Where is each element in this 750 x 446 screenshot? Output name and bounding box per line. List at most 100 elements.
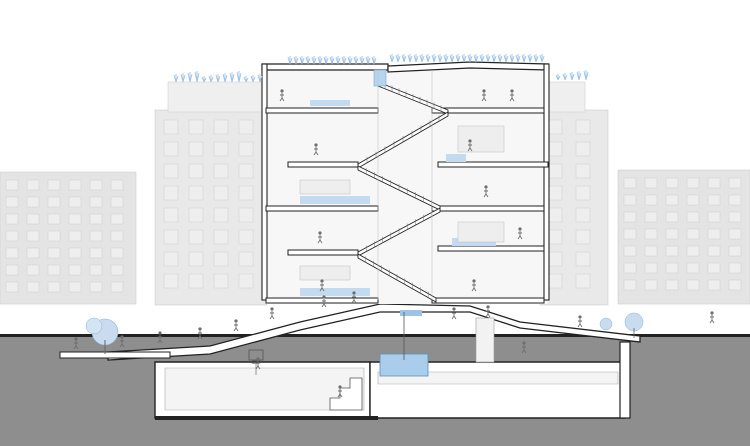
plant-icon [311, 56, 317, 65]
context-window [644, 211, 658, 223]
person-icon [517, 227, 523, 240]
basement [154, 341, 631, 420]
plant-icon [365, 56, 371, 65]
context-window [623, 245, 637, 257]
context-window [238, 273, 254, 289]
plant-icon [317, 56, 323, 65]
plant-icon [293, 56, 299, 65]
context-window [575, 185, 591, 201]
context-window [26, 213, 40, 225]
person-icon [197, 327, 203, 340]
context-window [89, 247, 103, 259]
context-window [47, 179, 61, 191]
context-window [110, 281, 124, 293]
person-icon [269, 307, 275, 320]
plant-icon [250, 75, 256, 83]
context-window [89, 213, 103, 225]
context-window [68, 230, 82, 242]
context-window [47, 196, 61, 208]
plant-icon [461, 54, 467, 63]
context-window [728, 211, 742, 223]
plant-icon [413, 54, 419, 63]
tree-icon [85, 317, 119, 354]
person-icon [451, 307, 457, 320]
context-window [26, 196, 40, 208]
plant-icon [347, 56, 353, 65]
plant-icon [443, 54, 449, 63]
context-window [728, 279, 742, 291]
plant-icon [371, 56, 377, 65]
plant-icon [194, 71, 200, 83]
context-window [238, 141, 254, 157]
plant-icon [515, 54, 521, 63]
plant-icon [455, 54, 461, 63]
plant-icon [335, 56, 341, 65]
context-window [575, 207, 591, 223]
person-icon [481, 89, 487, 102]
context-window [575, 273, 591, 289]
context-window [644, 194, 658, 206]
context-window [686, 228, 700, 240]
context-window [163, 229, 179, 245]
plant-icon [341, 56, 347, 65]
plant-icon [576, 71, 582, 81]
context-window [575, 119, 591, 135]
context-window [728, 194, 742, 206]
basketball-hoop-icon [248, 349, 264, 375]
context-window [68, 196, 82, 208]
context-window [213, 185, 229, 201]
context-window [686, 245, 700, 257]
context-window [707, 211, 721, 223]
person-icon [467, 139, 473, 152]
context-window [547, 185, 563, 201]
rear-facade-left-windows [163, 119, 254, 289]
roof-plants [173, 54, 589, 83]
person-icon [485, 305, 491, 318]
context-window [707, 262, 721, 274]
person-icon [73, 337, 79, 350]
context-window [644, 177, 658, 189]
context-window [665, 245, 679, 257]
context-window [238, 185, 254, 201]
plant-icon [509, 54, 515, 63]
plant-icon [287, 56, 293, 65]
plant-icon [236, 71, 242, 83]
context-window [707, 228, 721, 240]
plant-icon [449, 54, 455, 63]
context-window [665, 211, 679, 223]
context-window [547, 251, 563, 267]
plant-icon [419, 54, 425, 63]
context-window [188, 163, 204, 179]
person-icon [321, 295, 327, 308]
right-context-windows [623, 177, 742, 291]
context-window [707, 245, 721, 257]
person-icon [709, 311, 715, 324]
plant-icon [485, 54, 491, 63]
plant-icon [562, 73, 568, 81]
stair-treads [365, 82, 442, 298]
context-window [188, 251, 204, 267]
person-icon [119, 335, 125, 348]
person-icon [233, 319, 239, 332]
context-window [110, 213, 124, 225]
plant-icon [503, 54, 509, 63]
plant-icon [467, 54, 473, 63]
context-window [5, 230, 19, 242]
context-window [213, 229, 229, 245]
context-window [238, 163, 254, 179]
plant-icon [329, 56, 335, 65]
context-window [665, 194, 679, 206]
context-window [665, 279, 679, 291]
plant-icon [497, 54, 503, 63]
plant-icon [521, 54, 527, 63]
plant-icon [229, 72, 235, 83]
plant-icon [215, 74, 221, 83]
context-window [163, 273, 179, 289]
context-window [575, 251, 591, 267]
context-window [623, 177, 637, 189]
ground-floor-columns [403, 312, 495, 363]
person-icon [317, 231, 323, 244]
person-icon [157, 331, 163, 344]
person-icon [319, 279, 325, 292]
